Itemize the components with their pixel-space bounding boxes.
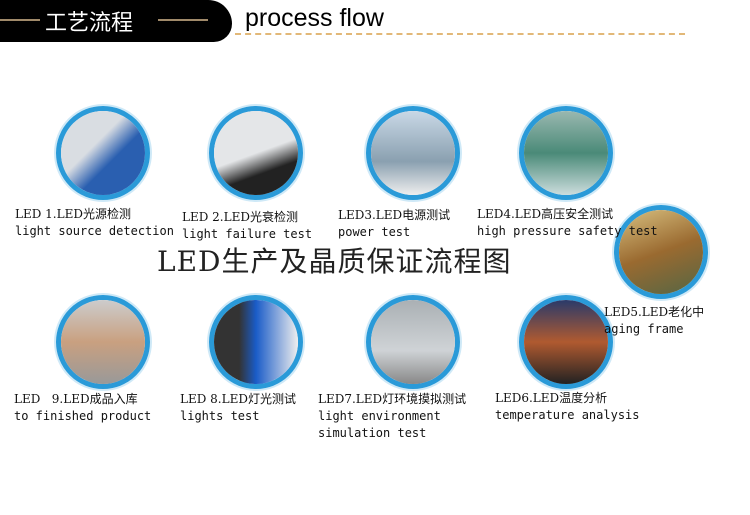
- step-cn: LED 2.LED光衰检测: [182, 210, 298, 224]
- step-label-9: LED 9.LED成品入库 to finished product: [14, 391, 151, 425]
- step-label-8: LED 8.LED灯光测试 lights test: [180, 391, 296, 425]
- step-en: temperature analysis: [495, 408, 640, 422]
- step-label-4: LED4.LED高压安全测试 high pressure safety test: [477, 206, 658, 240]
- step-image-6: [519, 295, 613, 389]
- step-en: light failure test: [182, 227, 313, 241]
- main-title: LED生产及晶质保证流程图: [157, 245, 512, 278]
- step-image-1: [56, 106, 150, 200]
- dashed-underline: [235, 33, 685, 35]
- step-image-3: [366, 106, 460, 200]
- step-cn: LED6.LED温度分析: [495, 391, 608, 405]
- step-cn: LED7.LED灯环境摸拟测试: [318, 392, 467, 406]
- step-en: light environment: [318, 409, 441, 423]
- section-title-cn: 工艺流程: [45, 11, 134, 36]
- step-image-9: [56, 295, 150, 389]
- step-label-2: LED 2.LED光衰检测 light failure test: [182, 209, 312, 243]
- step-en: light source detection: [15, 224, 174, 238]
- step-label-6: LED6.LED温度分析 temperature analysis: [495, 390, 640, 424]
- step-image-7: [366, 295, 460, 389]
- section-title-en: process flow: [245, 4, 384, 32]
- step-en: simulation test: [318, 426, 427, 440]
- step-cn: LED5.LED老化中: [604, 305, 705, 319]
- header-banner: 工艺流程: [0, 0, 232, 42]
- step-label-5: LED5.LED老化中 aging frame: [604, 304, 704, 338]
- step-cn: LED 1.LED光源检测: [15, 207, 131, 221]
- step-en: to finished product: [14, 409, 152, 423]
- divider: [158, 19, 208, 21]
- step-en: aging frame: [604, 322, 684, 336]
- step-image-2: [209, 106, 303, 200]
- divider: [0, 19, 40, 21]
- step-cn: LED 8.LED灯光测试: [180, 392, 296, 406]
- step-image-8: [209, 295, 303, 389]
- step-en: high pressure safety test: [477, 224, 658, 238]
- step-en: lights test: [180, 409, 260, 423]
- step-cn: LED3.LED电源测试: [338, 208, 451, 222]
- step-label-7: LED7.LED灯环境摸拟测试 light environment simulati…: [318, 391, 466, 442]
- step-image-5: [614, 205, 708, 299]
- step-image-4: [519, 106, 613, 200]
- step-cn: LED4.LED高压安全测试: [477, 207, 614, 221]
- step-en: power test: [338, 225, 411, 239]
- step-label-1: LED 1.LED光源检测 light source detection: [15, 206, 174, 240]
- step-label-3: LED3.LED电源测试 power test: [338, 207, 450, 241]
- step-cn: LED 9.LED成品入库: [14, 392, 138, 406]
